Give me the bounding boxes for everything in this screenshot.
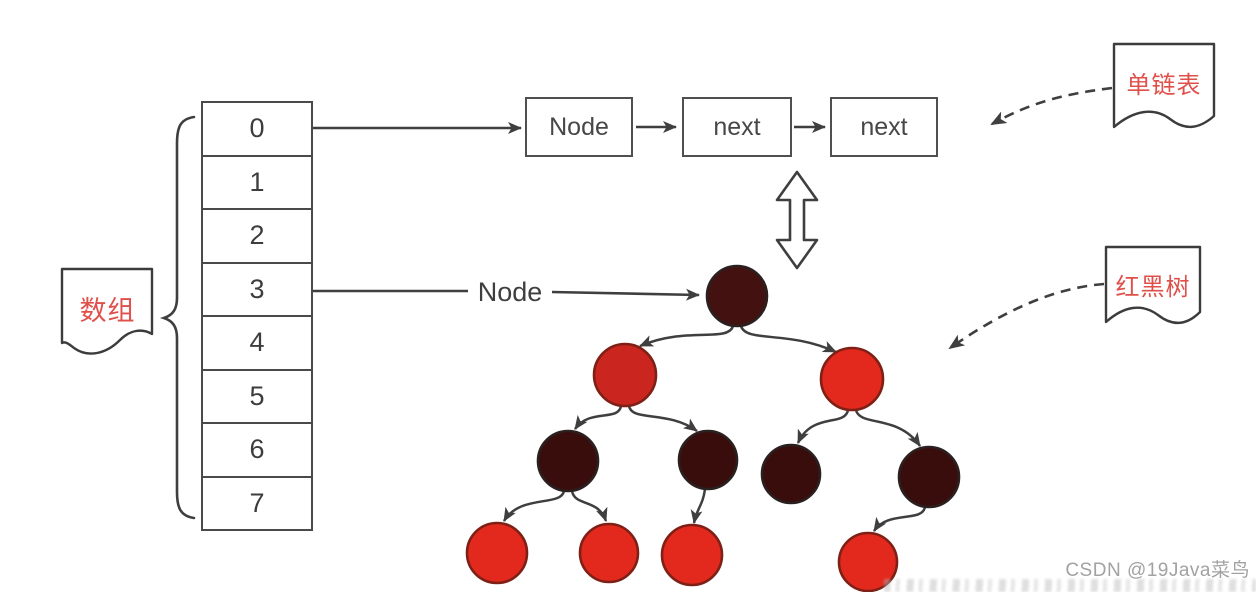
tree-node-root: [705, 264, 769, 328]
list-next-box-2: next: [830, 97, 938, 157]
tree-node-rl: [760, 443, 822, 505]
array-note-label: 数组: [79, 295, 136, 326]
tree-node-rr: [897, 445, 961, 509]
tree-node-ll: [536, 429, 600, 493]
array-cell-7: 7: [249, 487, 265, 518]
node-to-tree-arrow: [551, 288, 700, 301]
tree-pointer-label: Node: [477, 276, 543, 307]
array-brace: [159, 115, 196, 520]
tree-node-lrl: [660, 523, 724, 587]
red-black-tree-note-shape: [1104, 245, 1202, 325]
array-cell-0: 0: [203, 103, 311, 157]
array-cell-6: 6: [203, 424, 311, 478]
tree-edge-r-rr: [854, 409, 922, 447]
array-cell-2: 2: [203, 210, 311, 264]
tree-edge-l-lr: [627, 405, 698, 433]
tree-edge-lr-lrl: [690, 488, 707, 524]
watermark-text: CSDN @19Java菜鸟: [1065, 559, 1250, 581]
array-note-shape: [60, 267, 154, 355]
tree-edge-ll-lll: [502, 490, 566, 522]
linked-list-note-label: 单链表: [1126, 71, 1202, 99]
array-cell-3: 3: [203, 264, 311, 317]
tree-node-lll: [465, 521, 529, 585]
linked-list-note-shape: [1112, 42, 1216, 129]
red-black-tree-note-arrow: [948, 282, 1105, 350]
tree-node-l: [592, 342, 658, 408]
tree-edge-l-ll: [573, 405, 623, 430]
faint-watermark-strip: [884, 579, 1256, 592]
tree-node-lr: [677, 429, 739, 491]
tree-edge-root-left: [639, 325, 735, 348]
tree-edge-ll-llr: [570, 490, 608, 522]
list-node-box: Node: [525, 97, 633, 157]
tree-node-rrl: [837, 531, 899, 592]
tree-node-llr: [578, 522, 640, 584]
tree-edge-rr-rrl: [872, 506, 927, 532]
hash-array: 0 1 2 3 4 5 6 7: [201, 101, 313, 531]
array-cell-1: 1: [203, 157, 311, 210]
tree-edge-r-rl: [796, 409, 850, 444]
array-cell-4: 4: [203, 317, 311, 371]
tree-edge-root-right: [739, 325, 837, 354]
linked-list-note-arrow: [990, 86, 1113, 126]
tree-node-r: [819, 346, 885, 412]
red-black-tree-note-label: 红黑树: [1115, 273, 1191, 301]
array-cell-5: 5: [203, 371, 311, 424]
list-next-box-1: next: [682, 97, 792, 157]
list-tree-double-arrow-icon: [775, 170, 819, 270]
